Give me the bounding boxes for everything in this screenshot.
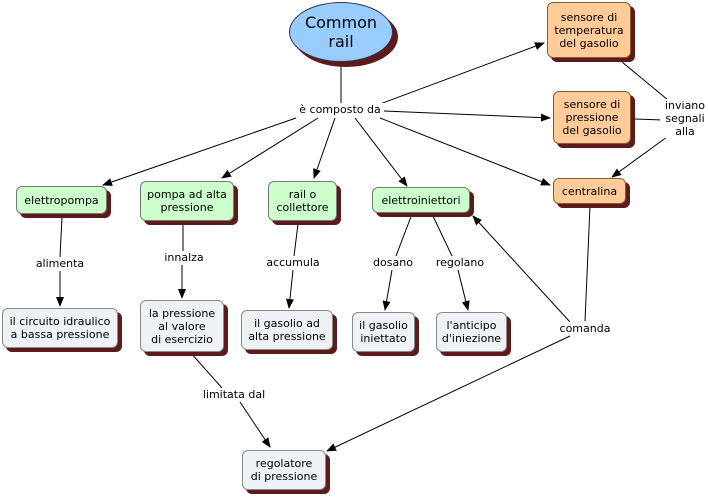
link-label-comanda: comanda: [558, 322, 612, 335]
line-sensore-press-inviano: [633, 118, 664, 121]
arrow-to-sensore-temperatura: [379, 42, 545, 105]
line-iniettori-dosano: [395, 213, 413, 257]
link-label-dosano: dosano: [370, 256, 416, 269]
arrow-comanda-regolatore: [326, 335, 571, 452]
node-centralina[interactable]: centralina: [553, 178, 626, 204]
node-gasolio-alta-pressione[interactable]: il gasolio ad alta pressione: [241, 310, 333, 350]
node-rail-collettore[interactable]: rail o collettore: [268, 181, 337, 221]
arrow-to-elettropompa: [102, 117, 297, 186]
arrow-to-rail-collettore: [313, 117, 336, 179]
arrow-dosano-gasolio: [382, 269, 393, 311]
arrow-to-elettroiniettori: [354, 117, 408, 187]
link-label-composto-da: è composto da: [296, 103, 384, 116]
link-label-limitata-dal: limitata dal: [198, 388, 270, 401]
arrow-to-pompa-alta: [221, 117, 319, 179]
node-elettroiniettori[interactable]: elettroiniettori: [372, 187, 470, 213]
arrow-inviano-centralina: [611, 136, 668, 178]
arrow-regolano-anticipo: [457, 269, 470, 311]
link-label-regolano: regolano: [432, 256, 488, 269]
arrow-limitata-regolatore: [239, 401, 271, 448]
link-label-alimenta: alimenta: [31, 257, 89, 270]
arrow-comanda-iniettori: [472, 215, 571, 323]
node-circuito-bassa-pressione[interactable]: il circuito idraulico a bassa pressione: [2, 308, 118, 348]
arrow-to-centralina: [379, 117, 551, 186]
node-sensore-temperatura[interactable]: sensore di temperatura del gasolio: [547, 2, 631, 58]
link-label-accumula: accumula: [262, 256, 324, 269]
node-pressione-valore-esercizio[interactable]: la pressione al valore di esercizio: [140, 300, 224, 352]
link-label-inviano-segnali: inviano segnali alla: [660, 99, 708, 138]
link-label-innalza: innalza: [161, 251, 207, 264]
line-elettropompa-alimenta: [59, 216, 63, 258]
node-pompa-alta-pressione[interactable]: pompa ad alta pressione: [140, 181, 234, 221]
arrow-to-sensore-pressione: [383, 110, 551, 122]
line-iniettori-regolano: [431, 213, 453, 257]
line-pressione-limitata: [189, 351, 223, 389]
line-rail-accumula: [293, 223, 299, 257]
node-gasolio-iniettato[interactable]: il gasolio iniettato: [352, 312, 415, 352]
node-common-rail[interactable]: Common rail: [289, 2, 393, 62]
line-sensore-temp-inviano: [621, 61, 669, 101]
node-regolatore-pressione[interactable]: regolatore di pressione: [242, 450, 326, 490]
node-elettropompa[interactable]: elettropompa: [16, 186, 107, 214]
line-centralina-comanda: [584, 205, 591, 322]
arrow-accumula-gasolio: [285, 269, 294, 309]
node-anticipo-iniezione[interactable]: l'anticipo d'iniezione: [436, 312, 507, 352]
node-sensore-pressione[interactable]: sensore di pressione del gasolio: [553, 91, 631, 144]
